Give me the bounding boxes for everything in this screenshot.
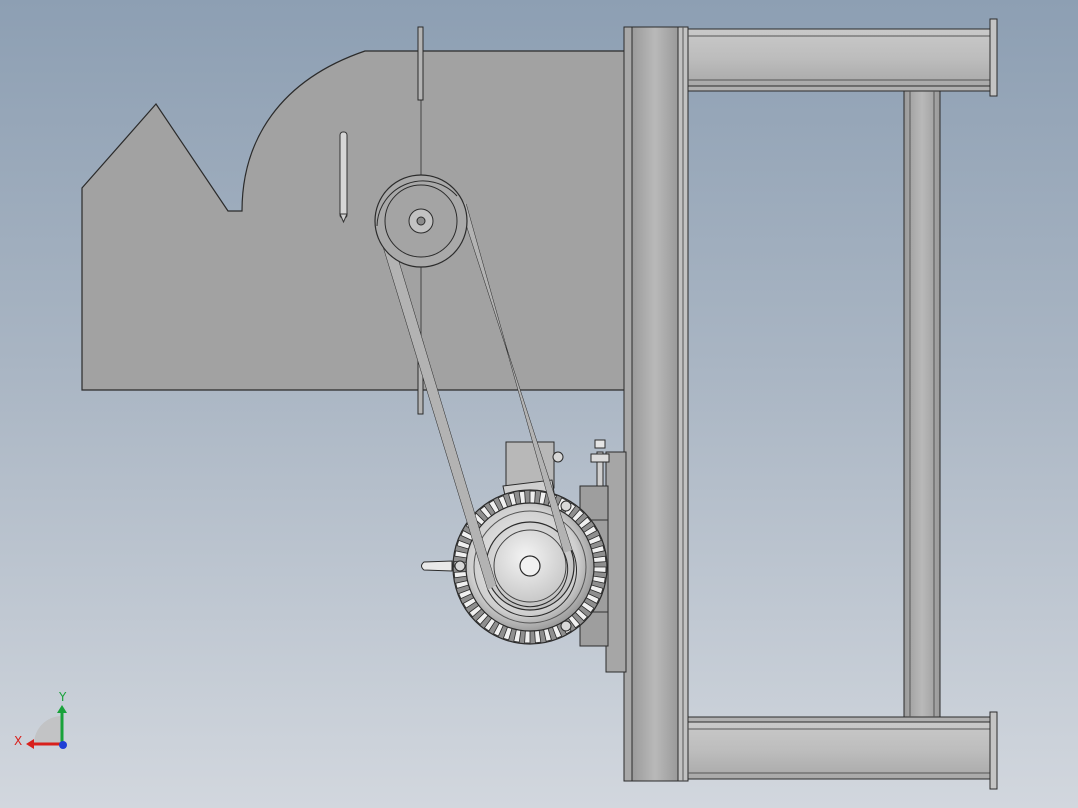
motor-bolt[interactable]	[560, 500, 572, 512]
drive-pulley-shaft[interactable]	[416, 216, 426, 226]
crossbeam-bottom-endplate[interactable]	[989, 711, 998, 790]
motor-bolt[interactable]	[560, 620, 572, 632]
adjust-screw-head[interactable]	[594, 439, 606, 449]
x-axis-label: X	[14, 734, 22, 748]
adjust-screw-shaft[interactable]	[596, 451, 604, 487]
motor-pulley-groove	[493, 529, 567, 603]
z-axis-dot[interactable]	[59, 741, 67, 749]
housing-pin-tip	[339, 213, 348, 224]
machine-housing[interactable]	[81, 50, 629, 391]
y-axis-label: Y	[58, 690, 67, 704]
triad-plane-sector	[34, 716, 62, 744]
v-belt[interactable]	[376, 195, 577, 617]
frame-upright-main[interactable]	[631, 26, 679, 782]
motor-shaft[interactable]	[519, 555, 541, 577]
motor-end-shield-ring	[473, 510, 587, 624]
y-axis-arrowhead	[57, 705, 67, 713]
adjust-screw-nut[interactable]	[590, 453, 610, 463]
drive-pulley-belt-wrap	[376, 180, 458, 227]
crossbeam-top-endplate[interactable]	[989, 18, 998, 97]
motor-bolt[interactable]	[454, 560, 466, 572]
x-axis-arrowhead	[26, 739, 34, 749]
housing-flange-top[interactable]	[417, 26, 424, 101]
lift-handle[interactable]	[421, 560, 453, 572]
terminal-gland[interactable]	[552, 451, 564, 463]
